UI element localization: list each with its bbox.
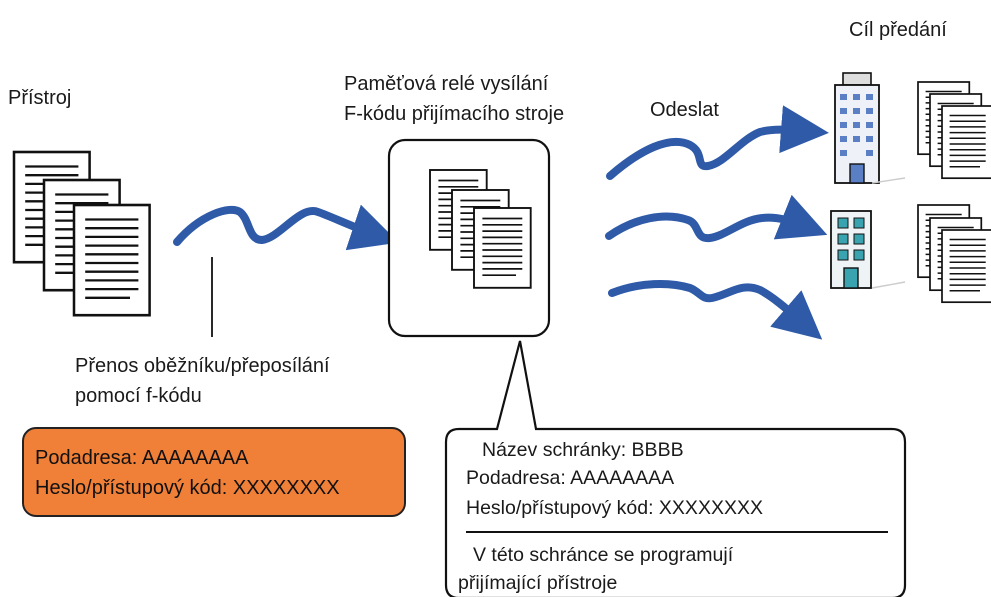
callout-password: Heslo/přístupový kód: XXXXXXXX (466, 497, 763, 519)
office-building-icon (834, 72, 906, 184)
sender-documents-icon (12, 150, 151, 317)
device-label: Přístroj (8, 87, 72, 109)
callout-box-name: Název schránky: BBBB (482, 439, 684, 461)
relay-title-line-1: Paměťová relé vysílání (344, 73, 549, 95)
send-arrow-bottom (608, 279, 823, 340)
callout-subaddress: Podadresa: AAAAAAAA (466, 467, 675, 489)
transfer-label-line-1: Přenos oběžníku/přeposílání (75, 355, 330, 377)
destination-documents-middle-icon (917, 204, 991, 304)
callout-note-line-2: přijímající přístroje (458, 572, 618, 594)
callout-note-line-1: V této schránce se programují (473, 544, 734, 566)
sender-subaddress: Podadresa: AAAAAAAA (35, 447, 249, 469)
small-building-icon (830, 210, 906, 289)
sender-password: Heslo/přístupový kód: XXXXXXXX (35, 477, 340, 499)
destination-documents-top-icon (917, 81, 991, 180)
sender-info-box: Podadresa: AAAAAAAA Heslo/přístupový kód… (22, 427, 406, 517)
relay-title-line-2: F-kódu přijímacího stroje (344, 103, 565, 125)
destination-label: Cíl předání (849, 19, 947, 41)
transfer-label-line-2: pomocí f-kódu (75, 385, 202, 407)
send-arrow-top (606, 105, 829, 180)
send-label: Odeslat (650, 99, 719, 121)
transfer-arrow (173, 204, 399, 251)
send-arrow-middle (605, 194, 828, 243)
